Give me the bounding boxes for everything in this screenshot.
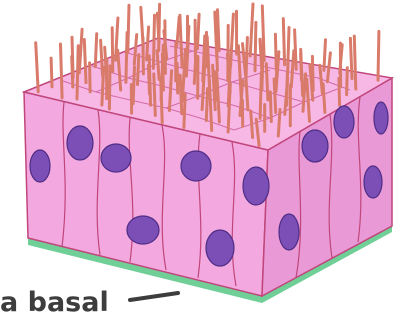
cilium [180,15,182,66]
cilium [138,55,139,85]
cilium [161,78,163,123]
cilium [159,4,160,50]
basal-label-pointer [130,293,178,300]
nucleus [374,102,388,134]
cilium [133,67,134,104]
cilium [153,15,154,68]
nucleus [67,126,93,160]
cilium [184,94,185,127]
cilium [194,56,196,84]
cilium [354,36,356,89]
cilium [84,40,86,83]
cilium [109,66,110,109]
cilium [250,4,253,56]
basal-label: a basal [0,287,109,318]
cilium [339,78,340,105]
nucleus [181,151,211,181]
nucleus [30,150,50,182]
cilium [274,79,276,112]
cilium [36,43,39,92]
cilium [350,38,352,78]
cilium [301,49,303,95]
cilium [102,68,104,106]
cilium [177,63,178,93]
cilium [112,28,113,72]
cilium [251,111,253,138]
cilium [143,38,144,74]
cilium [278,110,280,137]
cilium [149,56,150,105]
cilium [206,89,207,121]
cilium [266,64,268,100]
nucleus [279,214,299,250]
nucleus [364,166,382,198]
cilium [72,57,73,88]
cilium [79,29,82,73]
cilium [51,58,52,87]
cilium [283,19,284,65]
cilium [90,63,91,92]
cilium [323,84,325,113]
cilium [295,30,297,69]
cilium [270,92,271,122]
cilium [216,38,217,71]
cilium [347,68,348,95]
cilium [77,46,78,99]
cilium [260,72,261,118]
cilium [126,33,127,83]
nucleus [302,130,328,162]
nucleus [334,106,354,138]
nucleus [243,167,269,205]
nucleus [101,144,131,172]
cilium [157,51,159,80]
cilium [197,14,199,49]
cilium [165,21,166,74]
cilium [255,22,256,71]
cilium [61,44,63,98]
nucleus [127,216,159,244]
cilium [95,34,96,67]
nucleus [206,230,234,266]
cilium [288,28,289,75]
cilium [180,75,182,114]
cilium [324,40,326,71]
cilium [154,74,156,116]
cilium [378,31,379,80]
